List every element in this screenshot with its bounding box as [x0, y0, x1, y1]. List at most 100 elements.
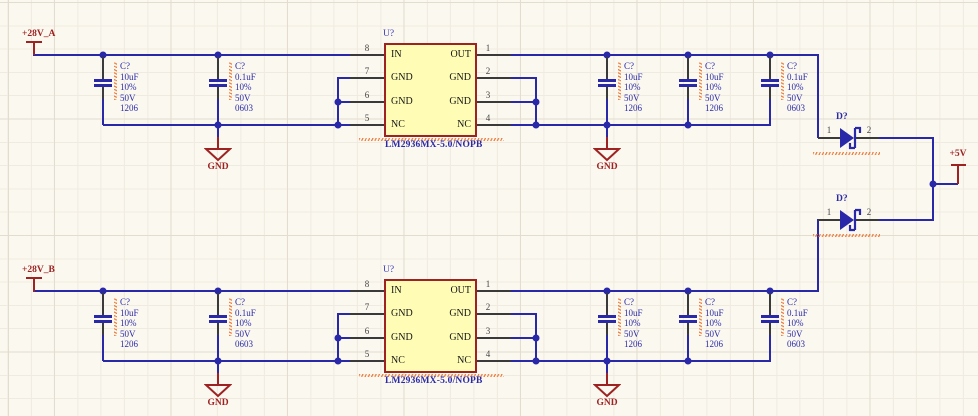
gnd-stub	[217, 362, 219, 373]
gnd-symbol[interactable]: GND	[590, 361, 626, 411]
gnd-triangle-icon	[593, 384, 621, 398]
pin-name: GND	[449, 332, 471, 343]
pin-number: 6	[364, 90, 370, 100]
wire[interactable]	[511, 54, 819, 56]
wire[interactable]	[511, 124, 771, 126]
ic-body[interactable]	[384, 43, 477, 137]
power-port-28v-a[interactable]: +28V_A	[14, 29, 74, 56]
cap-lead	[102, 335, 104, 361]
voltage-regulator[interactable]: U? 8 7 6 5 1 2 3 4 IN GND GND NC OUT GND…	[349, 265, 519, 391]
pin-name: GND	[449, 72, 471, 83]
pin-number: 2	[866, 125, 872, 135]
wire[interactable]	[511, 290, 819, 292]
cap-footprint: 0603	[235, 339, 253, 350]
gnd-symbol[interactable]: GND	[201, 361, 237, 411]
wire[interactable]	[877, 137, 934, 139]
diode[interactable]: D? 1 2	[812, 194, 882, 240]
wire[interactable]	[511, 313, 537, 315]
cap-tolerance: 10%	[235, 82, 252, 93]
wire[interactable]	[932, 137, 934, 221]
gnd-symbol[interactable]: GND	[590, 125, 626, 175]
cap-voltage: 50V	[120, 92, 136, 103]
power-bar-icon	[26, 41, 42, 43]
wire[interactable]	[817, 219, 819, 292]
ic-body[interactable]	[384, 279, 477, 373]
cap-plate-icon	[598, 315, 616, 318]
cap-lead	[687, 99, 689, 125]
capacitor[interactable]: C? 10uF 10% 50V 1206	[679, 291, 741, 361]
wire[interactable]	[511, 101, 537, 103]
capacitor[interactable]: C? 0.1uF 10% 50V 0603	[761, 55, 823, 125]
cap-lead	[102, 323, 104, 335]
wire[interactable]	[877, 219, 934, 221]
cap-designator: C?	[235, 297, 245, 307]
capacitor[interactable]: C? 0.1uF 10% 50V 0603	[209, 291, 271, 361]
cap-plate-icon	[679, 320, 697, 323]
diode-designator: D?	[836, 194, 848, 204]
capacitor[interactable]: C? 10uF 10% 50V 1206	[679, 55, 741, 125]
pin-number: 8	[364, 43, 370, 53]
cap-designator: C?	[787, 297, 797, 307]
wire[interactable]	[337, 337, 351, 339]
cap-text: C? 10uF 10% 50V 1206	[624, 61, 643, 114]
pin-name: GND	[391, 96, 413, 107]
power-stem	[33, 43, 35, 55]
cap-text: C? 10uF 10% 50V 1206	[120, 297, 139, 350]
gnd-stem	[606, 373, 608, 385]
cap-value: 10uF	[705, 71, 724, 82]
gnd-symbol[interactable]: GND	[201, 125, 237, 175]
cap-plate-icon	[94, 79, 112, 82]
cap-lead	[217, 335, 219, 361]
capacitor[interactable]: C? 10uF 10% 50V 1206	[598, 55, 660, 125]
wire[interactable]	[817, 54, 819, 138]
cap-lead	[102, 99, 104, 125]
gnd-label: GND	[596, 162, 618, 172]
pin-number: 1	[485, 279, 491, 289]
wire[interactable]	[103, 360, 351, 362]
cap-voltage: 50V	[787, 328, 803, 339]
wire[interactable]	[103, 124, 351, 126]
capacitor[interactable]: C? 0.1uF 10% 50V 0603	[209, 55, 271, 125]
capacitor[interactable]: C? 0.1uF 10% 50V 0603	[761, 291, 823, 361]
junction-dot	[603, 51, 611, 59]
power-port-5v[interactable]: +5V	[940, 149, 976, 185]
diode-pin	[818, 137, 841, 139]
compile-error-squiggle	[618, 298, 621, 336]
wire[interactable]	[337, 101, 351, 103]
compile-error-squiggle	[781, 298, 784, 336]
cap-text: C? 10uF 10% 50V 1206	[705, 61, 724, 114]
wire[interactable]	[33, 54, 351, 56]
wire[interactable]	[337, 313, 351, 315]
wire[interactable]	[511, 360, 771, 362]
pin-number: 2	[866, 207, 872, 217]
cap-plate-icon	[94, 320, 112, 323]
pin-name: GND	[449, 308, 471, 319]
capacitor[interactable]: C? 10uF 10% 50V 1206	[94, 291, 156, 361]
power-port-28v-b[interactable]: +28V_B	[14, 265, 74, 292]
cap-plate-icon	[209, 315, 227, 318]
wire[interactable]	[33, 290, 351, 292]
wire[interactable]	[511, 77, 537, 79]
cap-lead	[687, 57, 689, 79]
wire[interactable]	[511, 337, 537, 339]
cap-designator: C?	[705, 61, 715, 71]
pin-number: 8	[364, 279, 370, 289]
diode[interactable]: D? 1 2	[812, 112, 882, 158]
cap-tolerance: 10%	[120, 82, 137, 93]
wire[interactable]	[337, 77, 351, 79]
capacitor[interactable]: C? 10uF 10% 50V 1206	[94, 55, 156, 125]
diode-symbol-icon	[840, 126, 862, 150]
junction-dot	[214, 357, 222, 365]
cap-plate-icon	[761, 320, 779, 323]
cap-footprint: 1206	[120, 339, 138, 350]
cap-designator: C?	[624, 297, 634, 307]
cap-value: 10uF	[624, 307, 643, 318]
compile-error-squiggle	[813, 234, 880, 237]
wire[interactable]	[932, 183, 958, 185]
pin-name: NC	[391, 119, 405, 130]
capacitor[interactable]: C? 10uF 10% 50V 1206	[598, 291, 660, 361]
cap-voltage: 50V	[705, 328, 721, 339]
voltage-regulator[interactable]: U? 8 7 6 5 1 2 3 4 IN GND GND NC OUT GND…	[349, 29, 519, 155]
junction-dot	[684, 287, 692, 295]
ic-pin	[350, 337, 384, 339]
